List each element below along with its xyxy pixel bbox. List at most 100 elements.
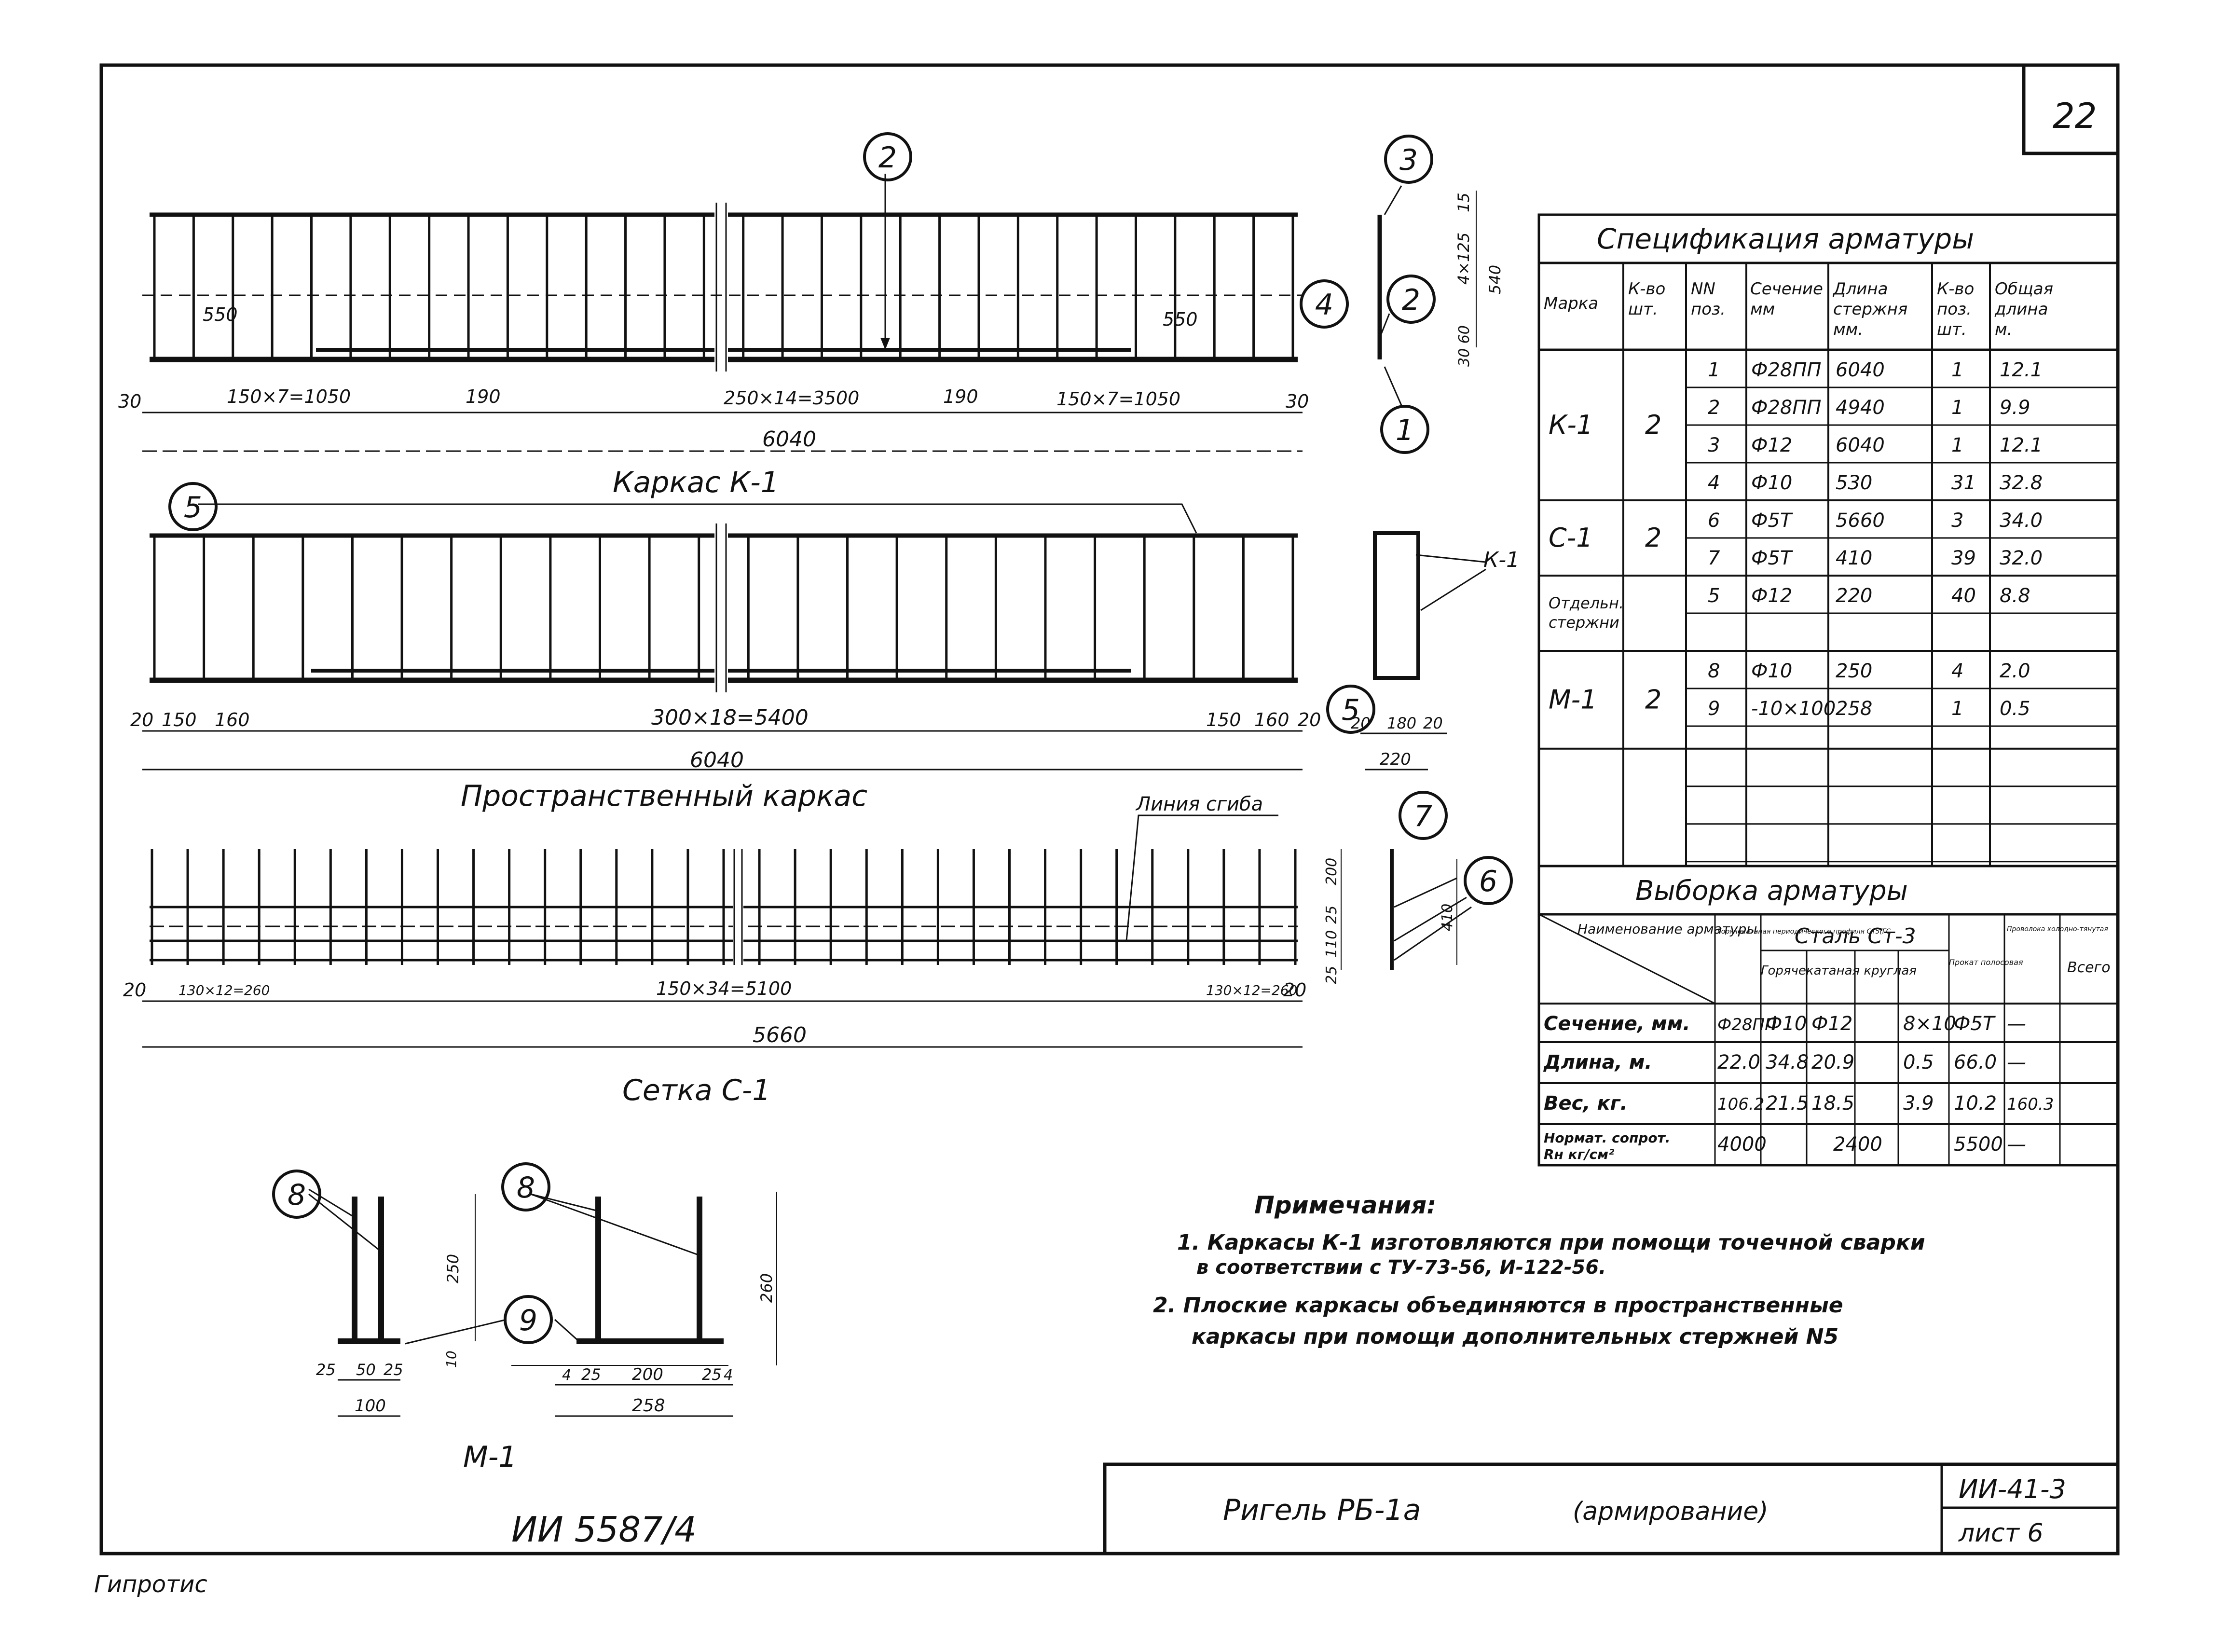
- marker-label: 7: [1414, 799, 1432, 833]
- k1-dim-550-left: 550: [203, 304, 238, 325]
- mesh-section: 200 25 110 25 410: [1323, 849, 1472, 984]
- sel-cell: Ф28ПП: [1717, 1015, 1777, 1034]
- spatial-title: Пространственный каркас: [461, 779, 867, 813]
- title-sub: (армирование): [1573, 1497, 1769, 1526]
- notes: Примечания: 1. Каркасы К-1 изготовляются…: [1153, 1191, 1925, 1349]
- marker-label: 2: [1402, 283, 1420, 317]
- m1b-dim-260: 260: [757, 1273, 776, 1303]
- page-number-box: 22: [2022, 65, 2118, 155]
- marker-circle: [1399, 791, 1448, 840]
- spec-cell: 2: [1708, 397, 1720, 419]
- spec-cell: 1: [1951, 397, 1963, 419]
- sp-dim-center: 300×18=5400: [651, 705, 809, 730]
- m1b-dim-4b: 4: [724, 1367, 733, 1384]
- m1a-dim-total: 100: [355, 1396, 386, 1416]
- spec-qty: 2: [1645, 523, 1661, 553]
- marker-label: 9: [519, 1304, 537, 1337]
- marker-label: 8: [517, 1171, 535, 1205]
- m1a-dim-25a: 25: [316, 1361, 336, 1379]
- sel-cell: 34.8: [1766, 1051, 1809, 1074]
- spec-cell: Ф28ПП: [1751, 359, 1822, 381]
- mesh-sec-25a: 25: [1323, 906, 1340, 924]
- spec-header: Общая: [1995, 279, 2053, 299]
- sel-hot: Горячекатаная круглая: [1761, 964, 1917, 978]
- sel-row-label: Rн кг/см²: [1544, 1146, 1615, 1162]
- sp-dim-150-right: 150: [1206, 709, 1241, 730]
- spec-cell: 250: [1836, 660, 1872, 682]
- m1b-dim-total: 258: [632, 1396, 665, 1416]
- sel-cell: 22.0: [1717, 1051, 1760, 1074]
- sel-cold: Проволока холодно-тянутая: [2007, 925, 2108, 933]
- sel-cell: 8×10: [1903, 1013, 1956, 1035]
- note-1a: 1. Каркасы К-1 изготовляются при помощи …: [1177, 1230, 1925, 1255]
- page-number: 22: [2053, 96, 2097, 136]
- mesh-dim-center: 150×34=5100: [656, 978, 792, 999]
- k1-dim-seg2: 150×7=1050: [1056, 388, 1180, 410]
- k1-sec-mid: 4×125: [1454, 233, 1473, 285]
- spec-cell: 258: [1836, 698, 1872, 720]
- spec-header: NN: [1691, 279, 1715, 299]
- spec-cell: 4: [1708, 472, 1720, 494]
- sel-cell: 2400: [1833, 1133, 1882, 1156]
- sel-cell: 3.9: [1903, 1092, 1934, 1115]
- marker-label: 5: [184, 491, 202, 524]
- marker-label: 6: [1479, 865, 1497, 898]
- m1a-dim-25b: 25: [384, 1361, 403, 1379]
- spec-title: Спецификация арматуры: [1597, 222, 1974, 255]
- spec-mark: К-1: [1549, 410, 1593, 440]
- spec-cell: 1: [1951, 698, 1963, 720]
- marker-label: 8: [288, 1178, 306, 1212]
- spec-cell: 6: [1708, 509, 1720, 532]
- marker-circle: [1384, 135, 1433, 184]
- title-main: Ригель РБ-1а: [1223, 1493, 1421, 1527]
- spec-cell: 34.0: [2000, 509, 2043, 532]
- spec-cell: 12.1: [2000, 359, 2043, 381]
- spec-header: м.: [1995, 320, 2012, 339]
- spec-header: поз.: [1691, 300, 1726, 319]
- sel-cell: Ф5Т: [1954, 1013, 1996, 1035]
- spec-cell: -10×100: [1751, 698, 1836, 720]
- sp-dim-150-left: 150: [162, 709, 197, 730]
- sel-corner: Наименование арматуры: [1577, 921, 1757, 937]
- spec-header: Длина: [1832, 279, 1888, 299]
- marker-label: 1: [1396, 413, 1414, 447]
- m1-title: М-1: [463, 1440, 517, 1474]
- spec-cell: 8.8: [2000, 585, 2030, 607]
- spec-cell: 40: [1951, 585, 1976, 607]
- marker-label: 4: [1315, 288, 1333, 322]
- marker-circle: [1380, 405, 1429, 454]
- spec-cell: 0.5: [2000, 698, 2030, 720]
- view-spatial: 20 150 160 300×18=5400 150 160 20 6040 П…: [130, 503, 1321, 813]
- spec-grid: МаркаК-вошт.NNпоз.СечениеммДлинастержням…: [1539, 263, 2118, 866]
- m1a-dim-50: 50: [356, 1361, 376, 1379]
- k1-dim-190-left: 190: [466, 386, 501, 407]
- sp-callout-k1: К-1: [1483, 548, 1520, 572]
- spec-cell: Ф28ПП: [1751, 397, 1822, 419]
- spec-header: мм: [1750, 300, 1775, 319]
- org-name: Гипротис: [94, 1571, 207, 1598]
- view-mesh: Линия сгиба 20 130×12=260 150×34=5100 13…: [123, 793, 1306, 1107]
- sel-cell: 4000: [1717, 1133, 1767, 1156]
- marker-label: 3: [1399, 143, 1418, 177]
- sel-cell: Ф10: [1766, 1013, 1807, 1035]
- sp-dim-160-right: 160: [1254, 709, 1289, 730]
- marker-circle: [1386, 275, 1436, 324]
- spec-cell: Ф5Т: [1751, 509, 1794, 532]
- sel-cell: Ф12: [1811, 1013, 1852, 1035]
- spec-mark: Отдельн.: [1549, 594, 1624, 612]
- mesh-bars: [151, 849, 1297, 965]
- spec-cell: 39: [1951, 547, 1976, 569]
- spatial-section: К-1 20 180 20 220: [1351, 531, 1520, 771]
- spec-cell: Ф10: [1751, 472, 1792, 494]
- sel-cell: 10.2: [1954, 1092, 1997, 1115]
- note-1b: в соответствии с ТУ-73-56, И-122-56.: [1196, 1256, 1606, 1279]
- spec-cell: Ф5Т: [1751, 547, 1794, 569]
- spec-header: Марка: [1544, 294, 1598, 313]
- spec-cell: 5: [1708, 585, 1720, 607]
- sel-cell: —: [2007, 1051, 2026, 1074]
- spec-cell: 4: [1951, 660, 1963, 682]
- spec-header: К-во: [1937, 279, 1974, 299]
